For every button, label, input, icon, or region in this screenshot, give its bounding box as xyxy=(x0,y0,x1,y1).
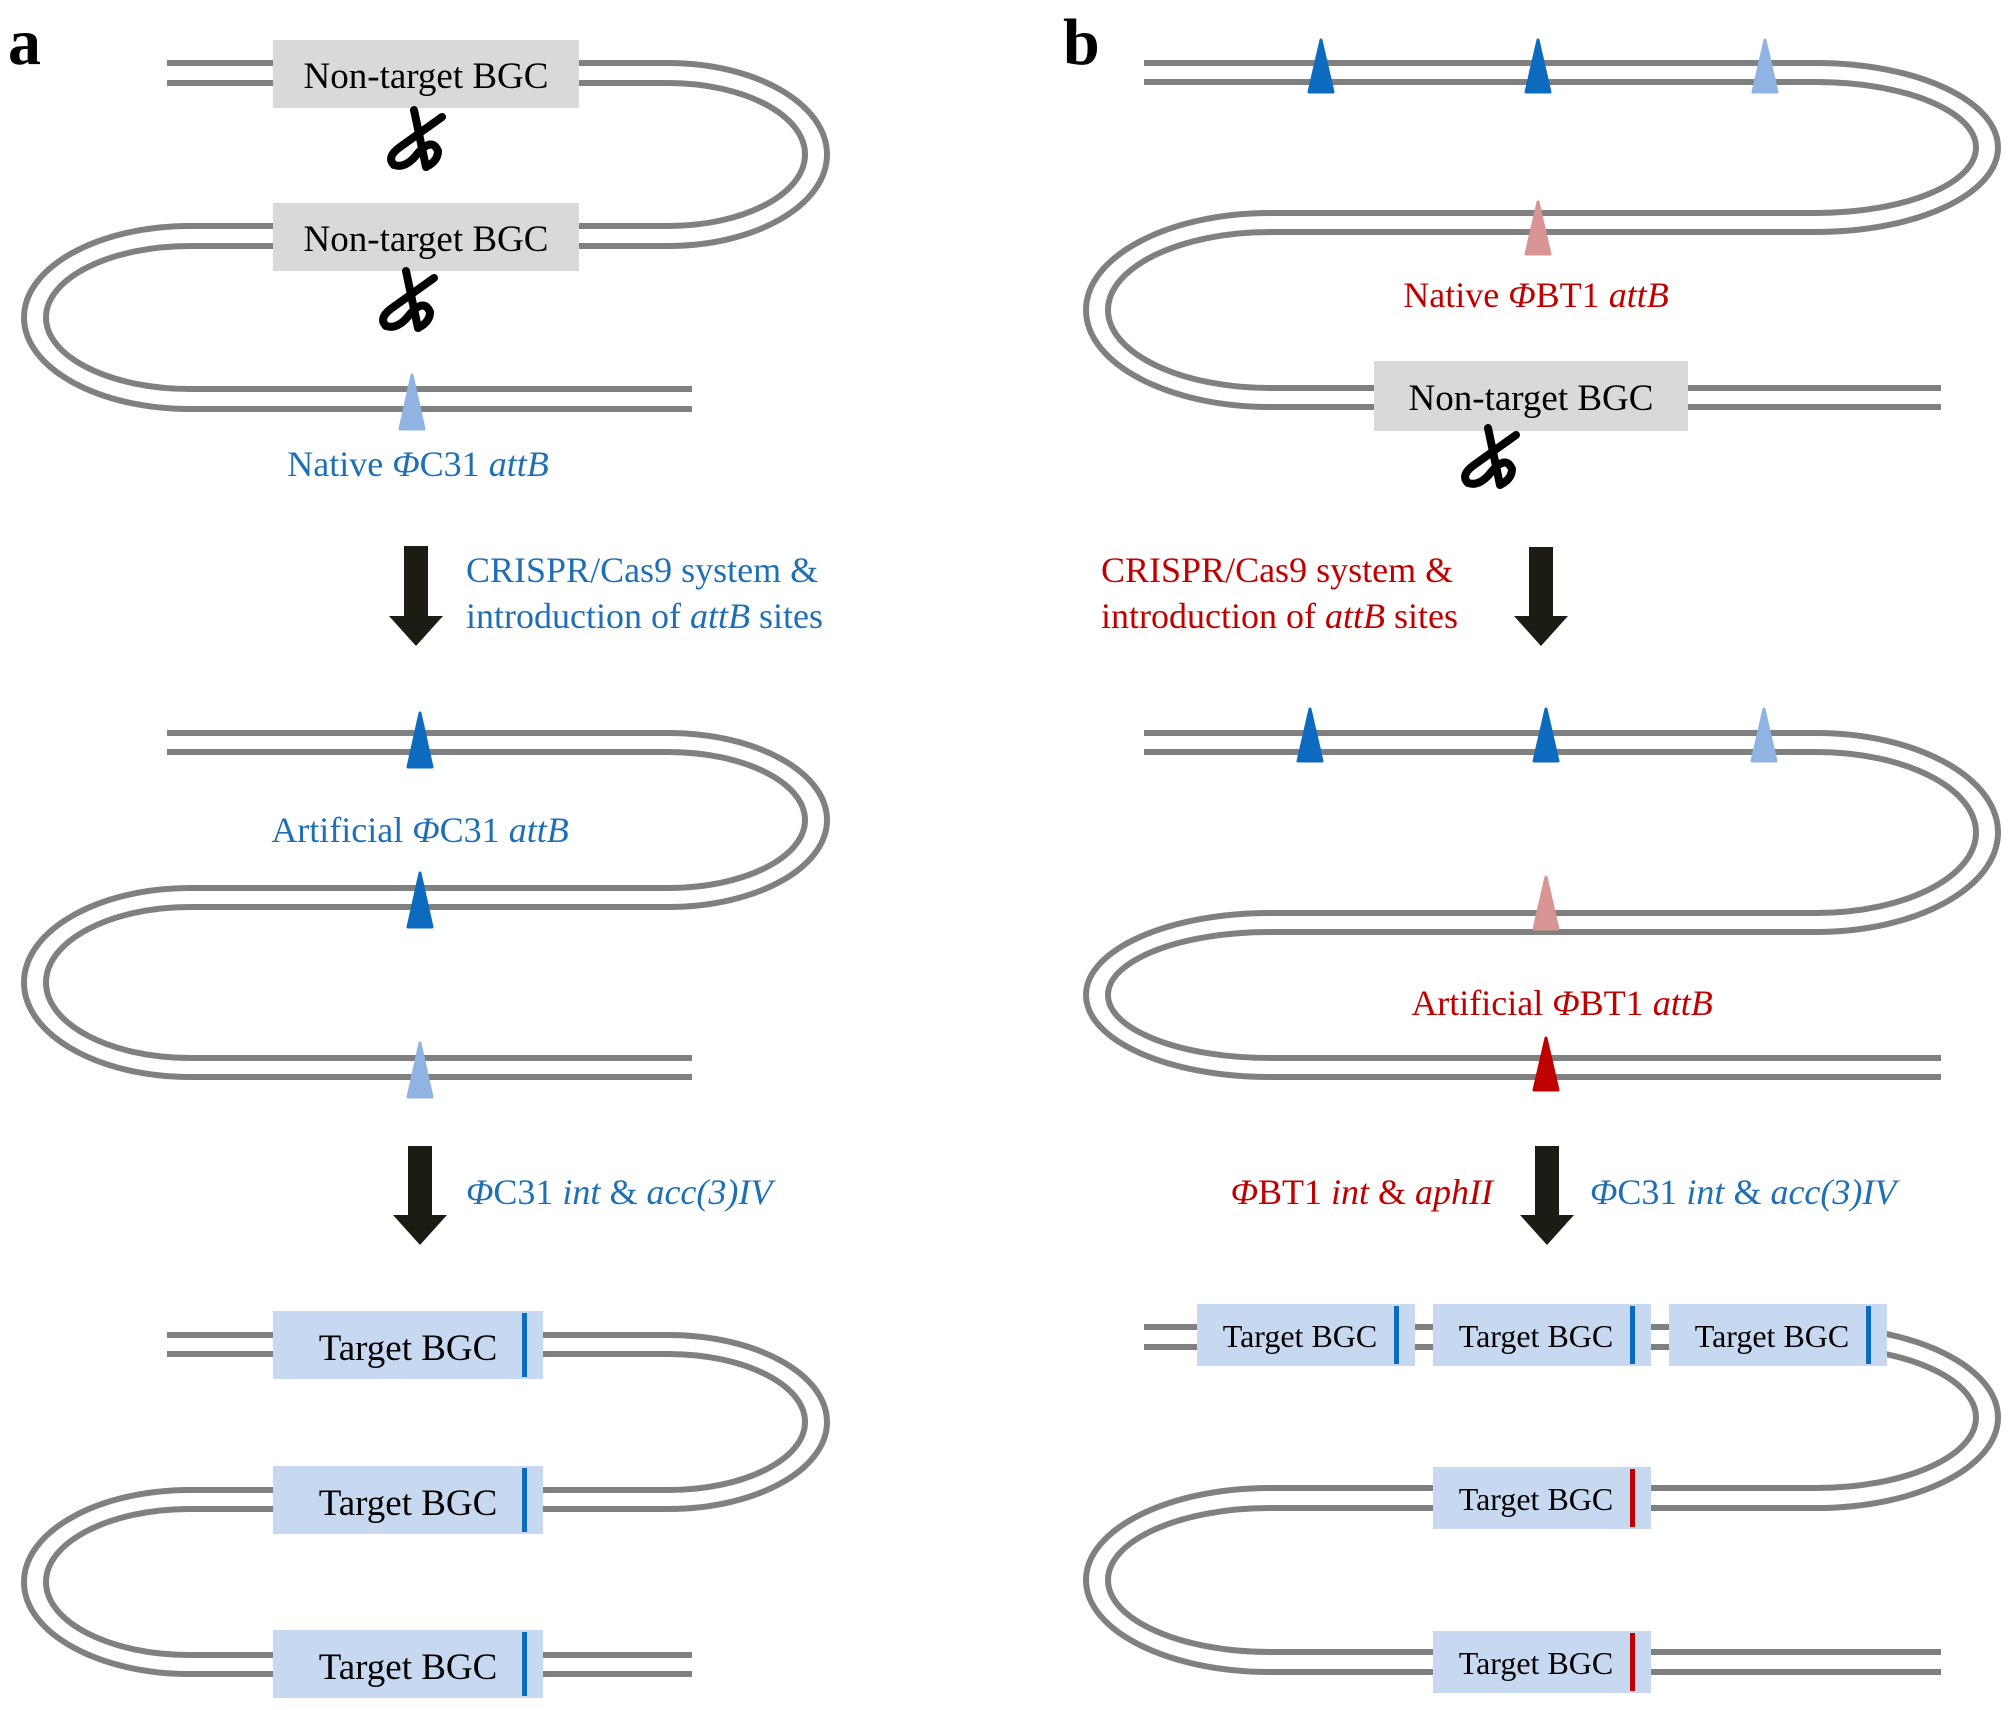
native-phiC31-attB-marker xyxy=(406,1041,434,1099)
artificial-phiBT1-attB-marker xyxy=(1532,1036,1560,1092)
scissors-icon xyxy=(1461,424,1520,489)
non-target-bgc-box xyxy=(273,203,579,271)
artificial-phiC31-attB-marker xyxy=(406,871,434,929)
target-bgc-label: Target BGC xyxy=(319,1483,498,1524)
artificial-phiC31-attB-marker xyxy=(1307,38,1335,94)
scissors-icon xyxy=(379,267,438,332)
phiC31-integration-note: ΦC31 int & acc(3)IV xyxy=(1590,1172,1900,1212)
phiC31-attL-bar xyxy=(1866,1306,1871,1364)
non-target-bgc-box xyxy=(1374,361,1688,431)
artificial-phiC31-attB-marker xyxy=(1524,38,1552,94)
non-target-bgc-label: Non-target BGC xyxy=(304,219,549,260)
dna-strand xyxy=(1104,730,2002,1061)
panel-a-stage2-dna xyxy=(20,730,831,1080)
panel-letter-a: a xyxy=(8,6,41,79)
down-arrow-icon xyxy=(389,546,443,646)
dna-strand xyxy=(1104,60,2002,391)
panel-a: a Non-target BGC Non-target BGC Native Φ… xyxy=(8,6,831,1698)
target-bgc-label: Target BGC xyxy=(1223,1318,1377,1354)
dna-strand xyxy=(1104,1324,2002,1655)
target-bgc-box: Target BGC xyxy=(1197,1304,1415,1366)
native-phiBT1-attB-marker xyxy=(1532,875,1560,931)
dna-strand xyxy=(20,80,809,412)
scissors-icon xyxy=(387,106,446,171)
phiC31-attL-bar xyxy=(522,1313,527,1377)
crispr-step-note-line2: introduction of attB sites xyxy=(466,596,823,636)
target-bgc-box: Target BGC xyxy=(273,1311,543,1379)
target-bgc-label: Target BGC xyxy=(319,1328,498,1369)
down-arrow-icon xyxy=(393,1146,447,1245)
phiC31-attL-bar xyxy=(522,1632,527,1696)
dna-strand xyxy=(20,749,809,1080)
target-bgc-label: Target BGC xyxy=(1459,1318,1613,1354)
artificial-phiBT1-attB-label: Artificial ΦBT1 attB xyxy=(1411,983,1712,1023)
dna-strand xyxy=(42,1332,831,1658)
phiC31-attL-bar xyxy=(1630,1306,1635,1364)
target-bgc-label: Target BGC xyxy=(1459,1481,1613,1517)
artificial-phiC31-attB-marker xyxy=(1532,707,1560,763)
down-arrow-icon xyxy=(1520,1146,1574,1245)
integration-step-note: ΦC31 int & acc(3)IV xyxy=(466,1172,776,1212)
native-phiC31-attB-marker xyxy=(398,373,426,431)
panel-b: b Native ΦBT1 attB Non-target BGC CRISPR… xyxy=(1063,6,2002,1693)
crispr-step-note-line1: CRISPR/Cas9 system & xyxy=(1101,550,1453,590)
target-bgc-box: Target BGC xyxy=(1433,1304,1651,1366)
dna-strand xyxy=(1082,749,1980,1080)
panel-b-stage3-dna xyxy=(1082,1324,2002,1675)
phiC31-attL-bar xyxy=(522,1468,527,1532)
phiBT1-integration-note: ΦBT1 int & aphII xyxy=(1231,1172,1495,1212)
down-arrow-icon xyxy=(1514,547,1568,646)
dna-strand xyxy=(1082,79,1980,410)
panel-a-stage3-dna xyxy=(20,1332,831,1677)
non-target-bgc-label: Non-target BGC xyxy=(1409,378,1654,419)
target-bgc-box: Target BGC xyxy=(1669,1304,1887,1366)
artificial-phiC31-attB-marker xyxy=(406,711,434,769)
phiBT1-attL-bar xyxy=(1630,1469,1635,1527)
dna-strand xyxy=(20,1351,809,1677)
native-phiC31-attB-marker xyxy=(1751,38,1779,94)
non-target-bgc-box xyxy=(273,40,579,108)
crispr-step-note-line2: introduction of attB sites xyxy=(1101,596,1458,636)
non-target-bgc-label: Non-target BGC xyxy=(304,56,549,97)
target-bgc-box: Target BGC xyxy=(273,1630,543,1698)
native-phiC31-attB-marker xyxy=(1750,707,1778,763)
native-phiC31-attB-label: Native ΦC31 attB xyxy=(287,444,548,484)
panel-b-stage2-dna xyxy=(1082,730,2002,1080)
target-bgc-label: Target BGC xyxy=(1459,1645,1613,1681)
phiC31-attL-bar xyxy=(1394,1306,1399,1364)
target-bgc-label: Target BGC xyxy=(319,1647,498,1688)
dna-strand xyxy=(1082,1344,1980,1675)
target-bgc-box: Target BGC xyxy=(1433,1631,1651,1693)
target-bgc-label: Target BGC xyxy=(1695,1318,1849,1354)
target-bgc-box: Target BGC xyxy=(273,1466,543,1534)
native-phiBT1-attB-marker xyxy=(1524,200,1552,256)
artificial-phiC31-attB-label: Artificial ΦC31 attB xyxy=(271,810,568,850)
artificial-phiC31-attB-marker xyxy=(1296,707,1324,763)
target-bgc-box: Target BGC xyxy=(1433,1467,1651,1529)
panel-a-stage1-dna xyxy=(20,60,831,412)
dna-strand xyxy=(42,730,831,1061)
dna-strand xyxy=(42,60,831,392)
native-phiBT1-attB-label: Native ΦBT1 attB xyxy=(1403,275,1668,315)
panel-letter-b: b xyxy=(1063,6,1100,79)
phiBT1-attL-bar xyxy=(1630,1633,1635,1691)
crispr-step-note-line1: CRISPR/Cas9 system & xyxy=(466,550,818,590)
panel-b-stage1-dna xyxy=(1082,60,2002,410)
